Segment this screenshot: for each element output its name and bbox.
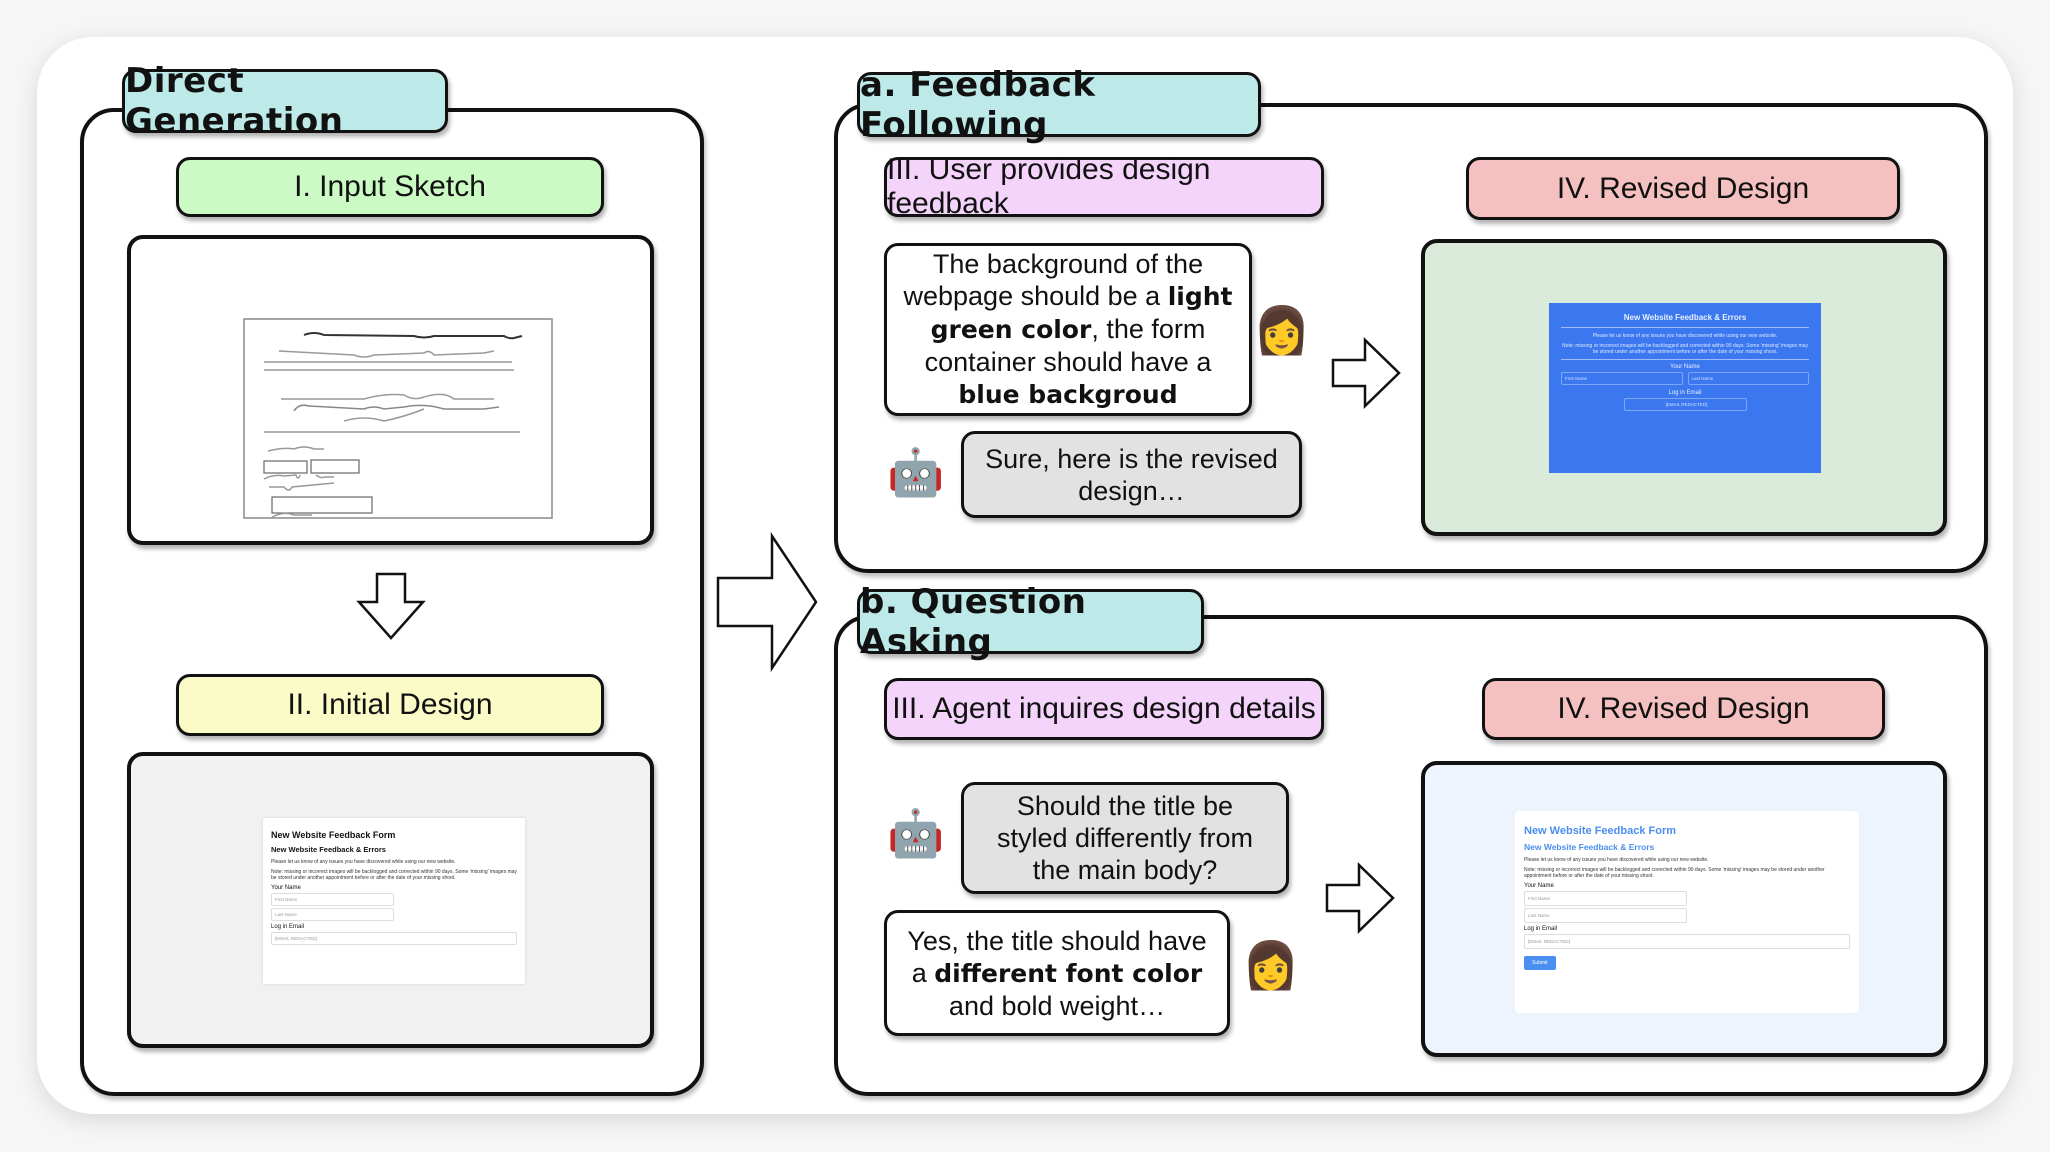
right-arrow-icon-b — [1325, 862, 1395, 934]
step-user-feedback-label: III. User provides design feedback — [884, 153, 1324, 220]
question-asking-title: b. Question Asking — [857, 582, 1204, 662]
form-intro: Please let us know of any issues you hav… — [271, 859, 456, 865]
first-name-input[interactable]: First Name — [1524, 891, 1687, 906]
agent-question-bubble: Should the title be styled differently f… — [961, 782, 1289, 894]
right-arrow-icon-a — [1331, 337, 1401, 409]
form-title: New Website Feedback Form — [1524, 825, 1677, 837]
form-intro: Please let us know of any issues you hav… — [1524, 857, 1709, 863]
step-revised-design-label-a: IV. Revised Design — [1466, 157, 1900, 220]
message-text: The background of the webpage should be … — [903, 249, 1204, 311]
form-intro: Please let us know of any issues you hav… — [1592, 333, 1778, 339]
name-label: Your Name — [271, 885, 301, 891]
last-name-input[interactable]: Last Name — [1524, 908, 1687, 923]
step-initial-design-label: II. Initial Design — [176, 674, 604, 736]
message-text: Yes, the title should have a — [907, 925, 1207, 988]
submit-button[interactable]: Submit — [1524, 956, 1556, 970]
step-revised-design-label-b: IV. Revised Design — [1482, 678, 1885, 740]
email-input[interactable]: [EMAIL REDACTED] — [1623, 398, 1747, 411]
down-arrow-icon — [356, 572, 426, 640]
email-label: Log in Email — [1524, 926, 1558, 932]
email-input[interactable]: [EMAIL REDACTED] — [1524, 934, 1850, 949]
emphasis-text: different font color — [934, 958, 1203, 988]
feedback-following-title: a. Feedback Following — [857, 65, 1261, 145]
form-note: Note: missing or incorrect images will b… — [271, 869, 517, 881]
direct-generation-title: Direct Generation — [122, 61, 448, 141]
initial-design-box: New Website Feedback Form New Website Fe… — [127, 752, 654, 1048]
message-text: , the form container should have a — [924, 314, 1212, 377]
message-text: and bold weight… — [948, 990, 1166, 1021]
form-subtitle: New Website Feedback & Errors — [1524, 842, 1655, 852]
agent-reply-bubble: Sure, here is the revised design… — [961, 431, 1302, 518]
email-input[interactable]: [EMAIL REDACTED] — [271, 932, 517, 945]
right-arrow-icon — [716, 531, 818, 673]
first-name-input[interactable]: First Name — [271, 893, 394, 906]
email-label: Log in Email — [271, 924, 305, 930]
robot-icon: 🤖 — [887, 806, 945, 860]
revised-design-box-a: New Website Feedback & Errors Please let… — [1421, 239, 1947, 536]
initial-design-form: New Website Feedback Form New Website Fe… — [263, 818, 525, 984]
email-label: Log in Email — [1668, 390, 1702, 396]
sketch-drawing — [243, 318, 553, 519]
emphasis-text: blue backgroud — [958, 380, 1178, 409]
first-name-input[interactable]: First Name — [1561, 372, 1683, 385]
user-answer-bubble: Yes, the title should have a different f… — [884, 910, 1230, 1036]
form-note: Note: missing or incorrect images will b… — [1524, 867, 1825, 879]
form-subtitle: New Website Feedback & Errors — [1623, 313, 1747, 322]
form-title: New Website Feedback Form — [271, 830, 396, 840]
form-subtitle: New Website Feedback & Errors — [271, 845, 386, 854]
last-name-input[interactable]: Last Name — [271, 908, 394, 921]
last-name-input[interactable]: Last Name — [1687, 372, 1809, 385]
user-answer-text: Yes, the title should have a different f… — [901, 925, 1213, 1022]
revised-design-box-b: New Website Feedback Form New Website Fe… — [1421, 761, 1947, 1057]
user-feedback-text: The background of the webpage should be … — [901, 248, 1235, 411]
input-sketch-box — [127, 235, 654, 545]
woman-icon: 👩 — [1253, 303, 1311, 357]
user-feedback-bubble: The background of the webpage should be … — [884, 243, 1252, 416]
name-label: Your Name — [1524, 883, 1554, 889]
step-input-sketch-label: I. Input Sketch — [176, 157, 604, 217]
emphasis-text: light green color — [930, 282, 1233, 344]
woman-icon: 👩 — [1242, 938, 1300, 992]
revised-form-blue: New Website Feedback & Errors Please let… — [1549, 303, 1821, 473]
revised-form-white: New Website Feedback Form New Website Fe… — [1515, 811, 1859, 1013]
name-label: Your Name — [1670, 364, 1700, 370]
form-note: Note: missing or incorrect images will b… — [1562, 343, 1808, 355]
step-agent-inquires-label: III. Agent inquires design details — [884, 678, 1324, 740]
robot-icon: 🤖 — [887, 445, 945, 499]
